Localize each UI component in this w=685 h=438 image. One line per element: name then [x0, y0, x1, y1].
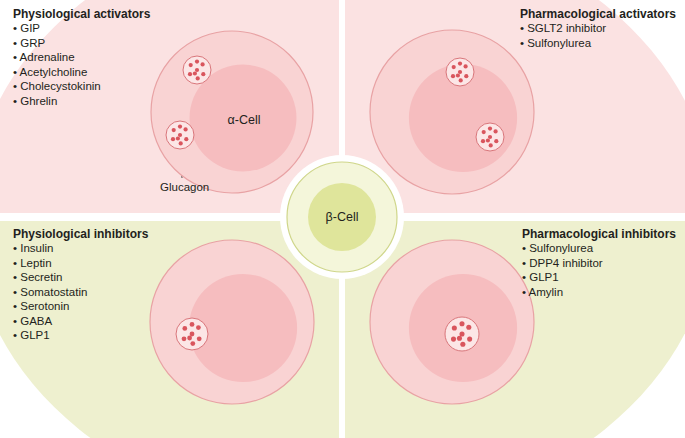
- list-item: • Somatostatin: [13, 285, 148, 300]
- glucagon-granule: [166, 121, 194, 149]
- list-item: • Sulfonylurea: [522, 241, 676, 256]
- list-item: • Ghrelin: [13, 94, 150, 109]
- alpha-cell: [370, 240, 534, 404]
- cell-name: α-Cell: [228, 113, 261, 127]
- beta-cell: β-Cell: [285, 160, 399, 274]
- list-item: • GRP: [13, 36, 150, 51]
- list-item: • Adrenaline: [13, 50, 150, 65]
- glucagon-granule: [445, 317, 479, 351]
- list-item: • SGLT2 inhibitor: [520, 21, 676, 36]
- list-item: • Sulfonylurea: [520, 36, 676, 51]
- group-heading: Physiological inhibitors: [13, 227, 148, 241]
- list-item: • Insulin: [13, 241, 148, 256]
- alpha-cell-outline: [150, 30, 314, 194]
- glucagon-granule: [176, 318, 208, 350]
- group-heading: Physiological activators: [13, 7, 150, 21]
- glucagon-granule: [476, 123, 504, 151]
- alpha-cell: [151, 31, 313, 193]
- list-item: • Leptin: [13, 256, 148, 271]
- list-item: • GLP1: [13, 328, 148, 343]
- alpha-cell: [150, 240, 314, 404]
- callout-label: Glucagon: [160, 181, 209, 193]
- alpha-cell: [370, 30, 534, 194]
- beta-cell-halo: [280, 155, 404, 279]
- list-item: • Secretin: [13, 270, 148, 285]
- nucleus: [409, 274, 517, 382]
- list-item: • Acetylcholine: [13, 65, 150, 80]
- list-item: • Serotonin: [13, 299, 148, 314]
- list-item: • DPP4 inhibitor: [522, 256, 676, 271]
- list-item: • Cholecystokinin: [13, 79, 150, 94]
- agent-list: Physiological activators• GIP• GRP• Adre…: [10, 5, 153, 110]
- group-heading: Pharmacological inhibitors: [522, 227, 676, 241]
- agent-list: Pharmacological activators• SGLT2 inhibi…: [517, 5, 679, 52]
- alpha-cell: α-Cell: [150, 30, 314, 194]
- agent-list: Physiological inhibitors• Insulin• Lepti…: [10, 225, 151, 345]
- list-item: • GABA: [13, 314, 148, 329]
- list-item: • GLP1: [522, 270, 676, 285]
- list-item: • GIP: [13, 21, 150, 36]
- agent-list: Pharmacological inhibitors• Sulfonylurea…: [519, 225, 679, 301]
- cell-name: β-Cell: [326, 210, 359, 224]
- glucagon-granule: [446, 58, 474, 86]
- group-heading: Pharmacological activators: [520, 7, 676, 21]
- glucagon-granule: [183, 56, 211, 84]
- list-item: • Amylin: [522, 285, 676, 300]
